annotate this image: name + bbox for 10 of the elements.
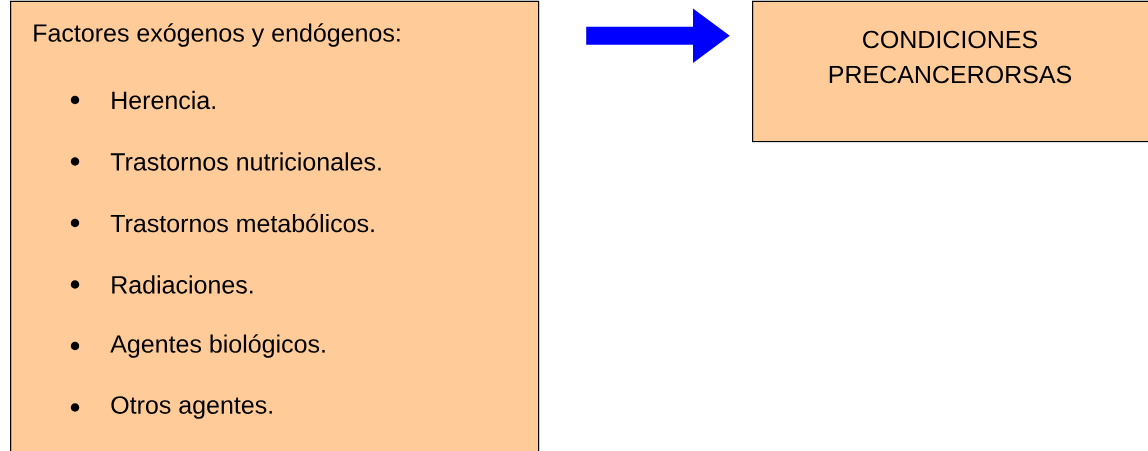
bullet-item: Trastornos nutricionales.	[70, 152, 381, 171]
bullet-item: Otros agentes.	[70, 396, 272, 419]
box-label: CONDICIONES PRECANCERORSAS	[829, 30, 1072, 84]
bullet-item: Herencia.	[70, 90, 215, 110]
condition-box	[752, 0, 1148, 143]
list-heading: Factores exógenos y endógenos:	[34, 23, 400, 47]
bullet-item: Radiaciones.	[70, 275, 253, 294]
factor-list-box	[10, 0, 540, 451]
bullet-item: Agentes biológicos.	[70, 334, 325, 358]
bullet-item: Trastornos metabólicos.	[70, 213, 374, 233]
